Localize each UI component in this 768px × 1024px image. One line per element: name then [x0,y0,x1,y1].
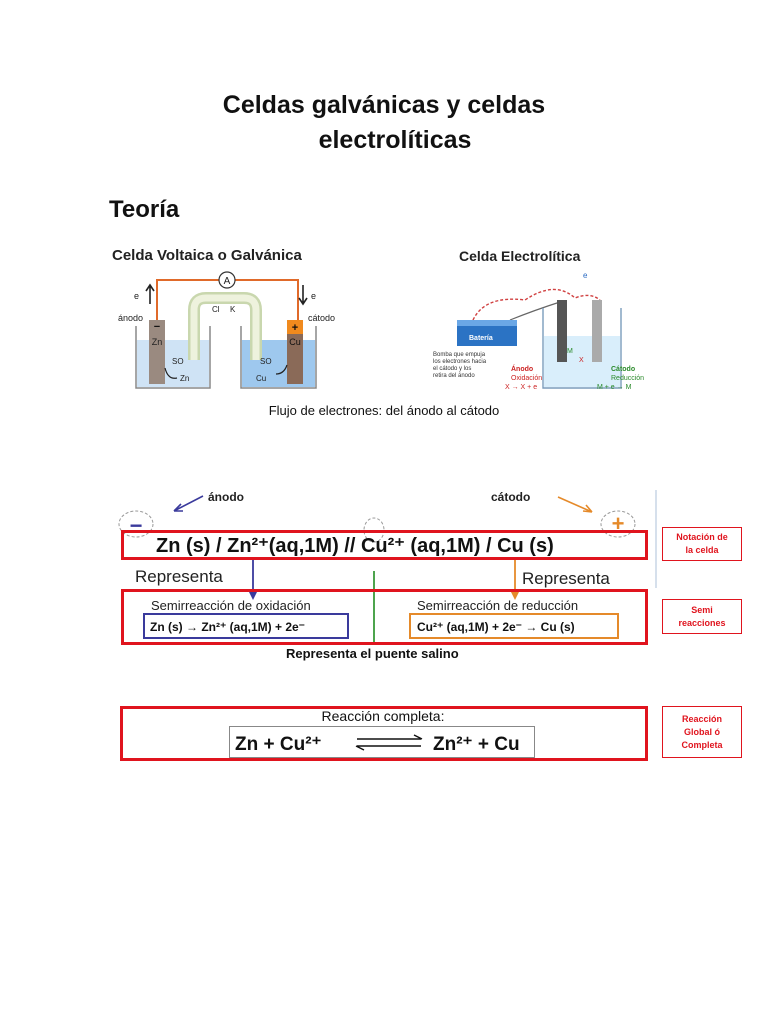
reaction-left: Zn + Cu²⁺ [235,734,322,755]
reaction-right: Zn²⁺ + Cu [433,734,520,755]
zn-electrode [149,320,165,384]
notation-plus: + [612,511,625,536]
oxidation-eq: X → X + e [505,384,537,391]
plus-sign: + [292,322,298,334]
notation-side-note: Notación de la celda [662,527,742,561]
anode-electrode [557,300,567,362]
title-line-2: electrolíticas [318,126,472,154]
bridge-k-label: K [230,305,236,314]
represents-right: Representa [522,569,610,588]
anode-title: Ánodo [511,364,533,373]
galvanic-heading: Celda Voltaica o Galvánica [112,247,302,264]
cathode-heading: cátodo [491,490,530,504]
semi-reactions-side-note: Semi reacciones [662,599,742,634]
cathode-arrow-icon [557,496,593,513]
ammeter-icon [218,271,236,289]
pump-line-2: los electrones hacia [433,359,487,365]
pump-line-1: Bomba que empuja [433,352,486,358]
reaction-highlight-box [120,706,648,761]
bridge-cl-label: Cl [212,305,220,314]
anode-label: ánodo [118,313,143,323]
battery-icon [457,326,517,346]
salt-bridge-label: Representa el puente salino [286,646,459,661]
global-reaction-side-note: Reacción Global ó Completa [662,706,742,758]
equilibrium-arrows-icon [355,734,423,751]
reduction-equation: Cu²⁺ (aq,1M) + 2e⁻ → Cu (s) [417,620,575,634]
zn-electrode-label: Zn [152,337,163,347]
reaction-equation-box: Zn + Cu²⁺ Zn²⁺ + Cu [229,726,535,758]
electron-left-label: e [134,291,139,301]
cu-ion-arrow-icon [275,364,288,375]
reduction-box [409,613,619,639]
cell-notation: Zn (s) / Zn²⁺(aq,1M) // Cu²⁺ (aq,1M) / C… [156,535,554,557]
title-line-1: Celdas galvánicas y celdas [222,91,546,119]
zn-ion-label: Zn [180,374,189,383]
so4-right-label: SO [260,357,272,366]
oxidation-label: Oxidación [511,375,542,382]
pump-line-3: el cátodo y los [433,366,471,372]
pump-line-4: retira del ánodo [433,373,475,379]
anode-arrow-icon [173,495,204,512]
reduction-title: Semirreacción de reducción [417,598,578,613]
reaction-label: Reacción completa: [321,708,445,724]
electron-down-arrow-icon [298,285,308,306]
oxidation-title: Semirreacción de oxidación [151,598,311,613]
cathode-electrode [592,300,602,362]
ammeter-label: A [224,276,231,287]
zn-ion-arrow-icon [164,367,178,379]
anode-heading: ánodo [208,490,244,504]
oxidation-box [143,613,349,639]
cu-electrode [287,320,303,384]
cell-notation-scheme: ánodo cátodo − + Zn (s) / Zn²⁺(aq,1M) //… [118,490,657,661]
minus-sign: − [154,321,160,333]
section-heading: Teoría [109,196,180,223]
represents-left: Representa [135,567,223,586]
semi-reactions-highlight-box [121,589,648,645]
m-ion-label: M [567,348,573,355]
notation-highlight-box [121,530,648,560]
electron-up-arrow-icon [145,283,155,304]
figure-caption: Flujo de electrones: del ánodo al cátodo [268,403,500,418]
electron-right-label: e [311,291,316,301]
cu-electrode-label: Cu [289,337,301,347]
so4-left-label: SO [172,357,184,366]
x-ion-label: X [579,357,584,364]
reduction-label: Reducción [611,375,644,382]
galvanic-cell-figure: Celda Voltaica o Galvánica A e e ánodo c… [108,240,400,400]
electron-label: e [583,271,588,280]
cathode-title: Cátodo [611,366,635,373]
document-title: Celdas galvánicas y celdas electrolítica… [0,88,768,158]
cu-ion-label: Cu [256,374,266,383]
electrolytic-cell-figure: Celda Electrolítica e Batería M X Bomba … [425,240,665,400]
battery-label: Batería [469,335,493,342]
cathode-label: cátodo [308,313,335,323]
electrolytic-heading: Celda Electrolítica [459,248,581,264]
reduction-eq: M + e → M [597,384,632,391]
oxidation-equation: Zn (s) → Zn²⁺ (aq,1M) + 2e⁻ [150,620,305,634]
